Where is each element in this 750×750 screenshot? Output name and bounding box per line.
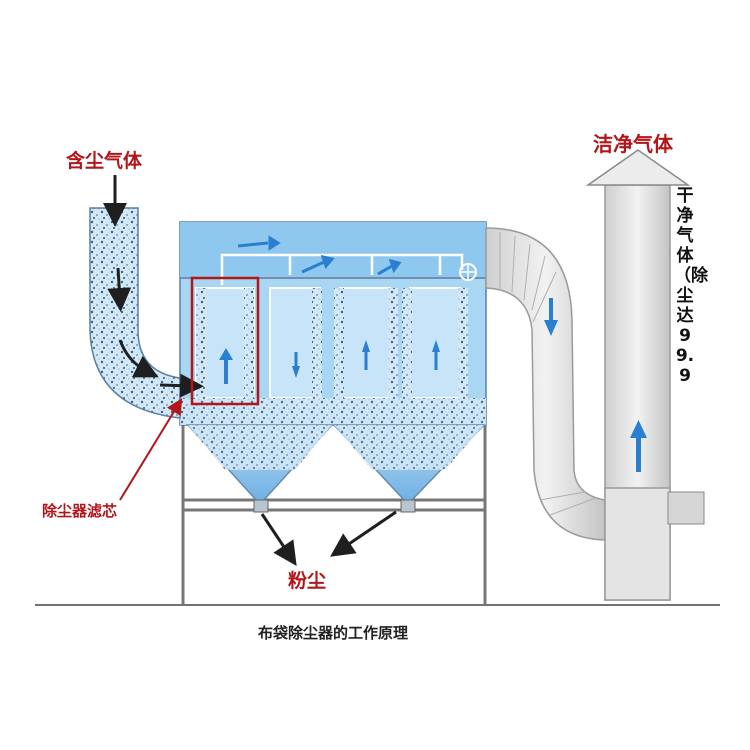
inlet-flow-arrows: [103, 175, 204, 398]
dust-discharge-arrows: [260, 510, 397, 566]
clean-air-arrows: [237, 235, 402, 276]
outlet-duct: [485, 227, 606, 541]
dusty-gas-label: 含尘气体: [66, 150, 143, 172]
stack-flow-arrow: [630, 420, 647, 472]
clean-gas-vertical-label: 干净气体（除尘达99.9: [674, 186, 708, 386]
fan-housing: [667, 491, 705, 525]
bag-flow-arrows: [219, 340, 440, 384]
clean-air-plenum: [180, 222, 486, 277]
filter-bag: [195, 287, 255, 399]
filter-bag: [269, 287, 322, 399]
filter-bag: [402, 287, 468, 399]
support-frame: [181, 425, 487, 605]
clean-gas-label: 洁净气体: [593, 132, 673, 156]
stack-cap: [585, 149, 691, 186]
dust-label: 粉尘: [288, 570, 327, 592]
dirty-gas-zone: [180, 398, 486, 425]
stack-base: [604, 487, 671, 601]
filter-core-label: 除尘器滤芯: [42, 502, 118, 520]
hoppers: [186, 424, 486, 513]
filter-core-highlight: [190, 276, 260, 406]
duct-flow-arrow: [544, 298, 558, 336]
inlet-pipe: [89, 207, 181, 419]
pulse-jet-header: [220, 253, 464, 285]
diagram-caption: 布袋除尘器的工作原理: [258, 624, 409, 642]
filter-core-pointer: [119, 398, 183, 501]
duct-ribs: [499, 232, 597, 516]
